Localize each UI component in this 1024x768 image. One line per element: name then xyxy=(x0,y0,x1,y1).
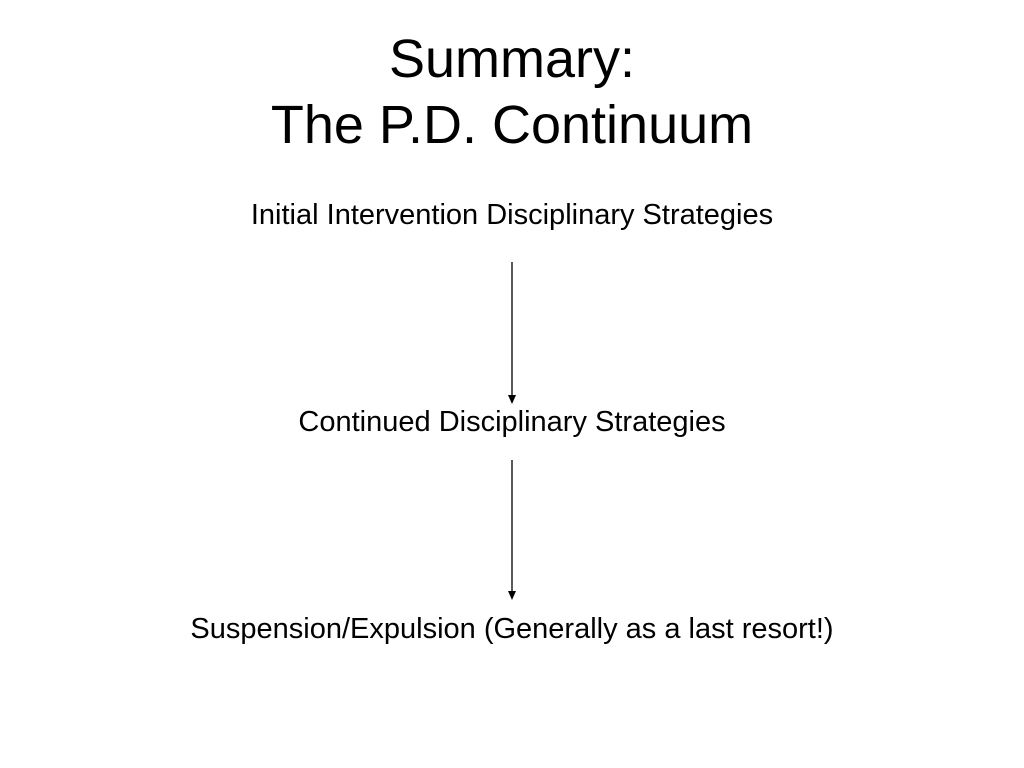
step-initial-intervention: Initial Intervention Disciplinary Strate… xyxy=(250,199,774,231)
title-line-2: The P.D. Continuum xyxy=(270,95,754,155)
down-arrow-icon xyxy=(502,262,522,404)
step-suspension-expulsion: Suspension/Expulsion (Generally as a las… xyxy=(190,613,834,645)
step-continued-strategies: Continued Disciplinary Strategies xyxy=(298,406,726,438)
down-arrow-icon xyxy=(502,460,522,600)
title-line-1: Summary: xyxy=(388,29,636,89)
slide-title: Summary: The P.D. Continuum xyxy=(0,26,1024,158)
